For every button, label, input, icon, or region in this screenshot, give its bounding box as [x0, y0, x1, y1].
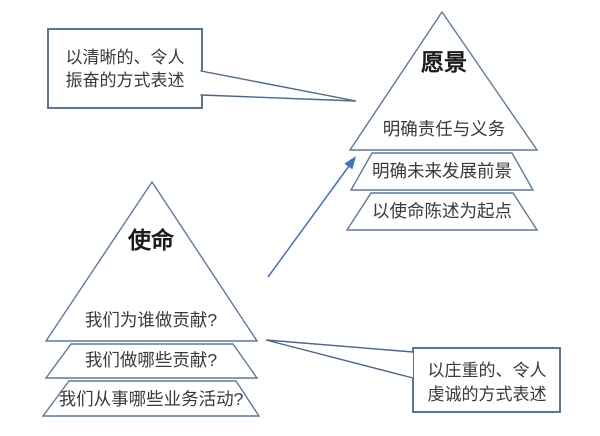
vision-pyramid-level2-band [349, 152, 535, 191]
vision-pyramid-level3-band [345, 192, 539, 231]
mission-level2-label: 我们做哪些贡献? [85, 350, 217, 370]
vision-pyramid-top-triangle [348, 10, 539, 151]
mission-pyramid: 使命 我们为谁做贡献? 我们做哪些贡献? 我们从事哪些业务活动? [41, 180, 261, 417]
mission-pyramid-top-triangle [44, 180, 259, 342]
vision-pyramid-title: 愿景 [421, 49, 467, 75]
vision-callout-box [47, 28, 203, 109]
vision-callout-tail [200, 70, 357, 102]
vision-level3-label: 以使命陈述为起点 [372, 201, 512, 221]
arrow-shaft [267, 165, 350, 278]
vision-callout-line1: 以清晰的、令人 [66, 48, 185, 67]
mission-pyramid-level3-band [41, 380, 261, 417]
vision-level1-label: 明确责任与义务 [383, 119, 506, 139]
mission-callout-box [412, 347, 561, 413]
mission-callout-line2: 虔诚的方式表述 [428, 385, 547, 404]
mission-level1-label: 我们为谁做贡献? [85, 310, 217, 330]
vision-level2-label: 明确未来发展前景 [372, 161, 512, 181]
mission-to-vision-arrow [267, 156, 356, 278]
vision-callout: 以清晰的、令人 振奋的方式表述 [47, 28, 357, 109]
mission-callout: 以庄重的、令人 虔诚的方式表述 [265, 339, 561, 413]
mission-pyramid-title: 使命 [127, 227, 175, 253]
mission-level3-label: 我们从事哪些业务活动? [59, 389, 244, 409]
mission-callout-tail [265, 339, 414, 379]
mission-pyramid-level2-band [44, 343, 259, 379]
vision-pyramid: 愿景 明确责任与义务 明确未来发展前景 以使命陈述为起点 [345, 10, 539, 231]
arrow-head [344, 156, 356, 170]
mission-callout-line1: 以庄重的、令人 [428, 361, 547, 380]
vision-callout-line2: 振奋的方式表述 [66, 71, 185, 90]
